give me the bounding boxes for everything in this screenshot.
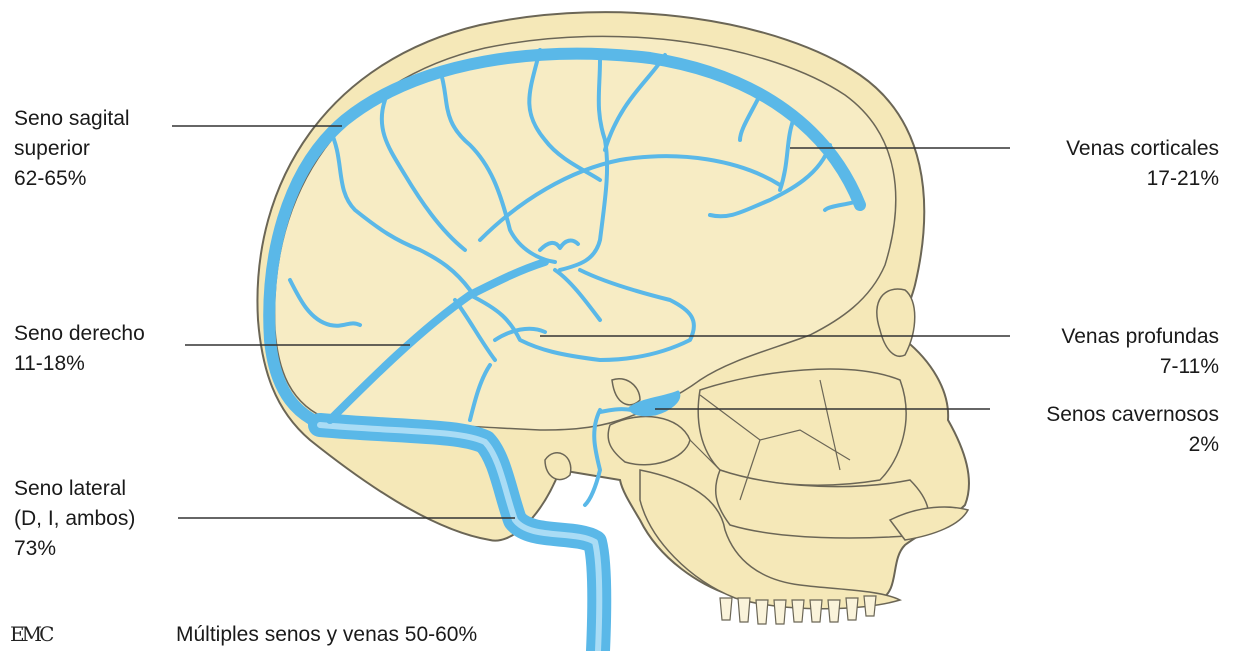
label-superior-sagittal-pct: 62-65% (14, 164, 130, 194)
label-lateral-sinus-line1: Seno lateral (14, 474, 135, 504)
label-cavernous-sinus-line1: Senos cavernosos (1046, 400, 1219, 430)
label-deep-veins-line1: Venas profundas (1061, 322, 1219, 352)
label-cortical-veins-pct: 17-21% (1066, 164, 1219, 194)
label-deep-veins-pct: 7-11% (1061, 352, 1219, 382)
label-deep-veins: Venas profundas 7-11% (1061, 322, 1219, 382)
teeth (720, 596, 876, 624)
label-cortical-veins: Venas corticales 17-21% (1066, 134, 1219, 194)
label-lateral-sinus: Seno lateral (D, I, ambos) 73% (14, 474, 135, 564)
label-multiple-sinuses: Múltiples senos y venas 50-60% (176, 620, 477, 650)
label-straight-sinus-pct: 11-18% (14, 349, 145, 379)
label-cortical-veins-line1: Venas corticales (1066, 134, 1219, 164)
label-straight-sinus: Seno derecho 11-18% (14, 319, 145, 379)
label-lateral-sinus-pct: 73% (14, 534, 135, 564)
emc-logo: EMC (10, 622, 51, 646)
label-straight-sinus-line1: Seno derecho (14, 319, 145, 349)
label-superior-sagittal-line2: superior (14, 134, 130, 164)
label-cavernous-sinus-pct: 2% (1046, 430, 1219, 460)
label-superior-sagittal-line1: Seno sagital (14, 104, 130, 134)
label-lateral-sinus-line2: (D, I, ambos) (14, 504, 135, 534)
label-cavernous-sinus: Senos cavernosos 2% (1046, 400, 1219, 460)
label-superior-sagittal: Seno sagital superior 62-65% (14, 104, 130, 194)
label-multiple-sinuses-text: Múltiples senos y venas 50-60% (176, 620, 477, 650)
